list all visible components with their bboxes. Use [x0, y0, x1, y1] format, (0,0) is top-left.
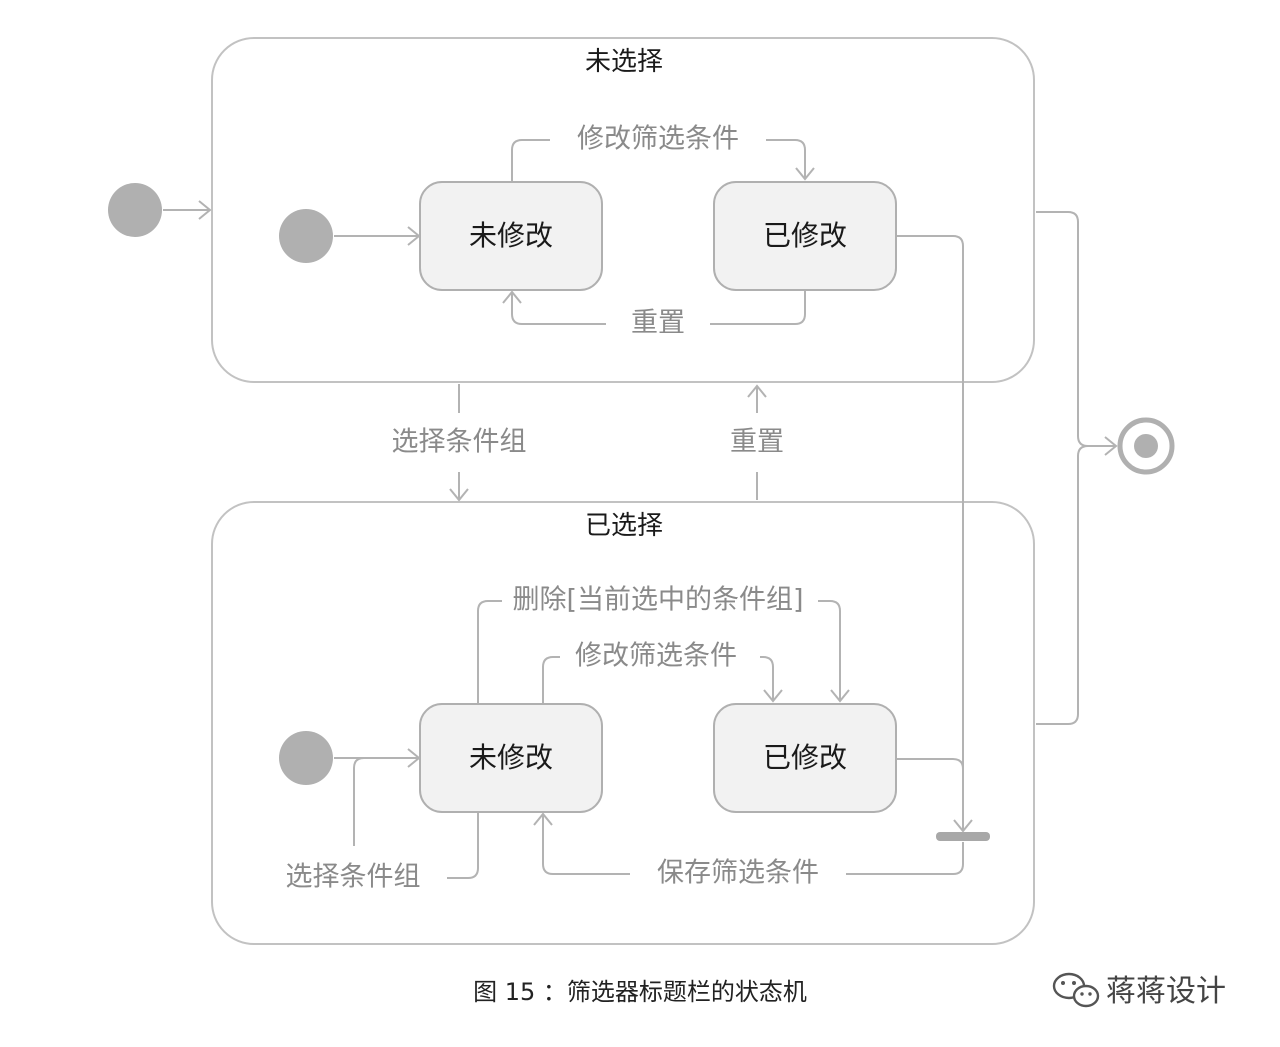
arrowhead-top-modify [795, 167, 815, 181]
join-bar [936, 832, 990, 841]
wechat-icon [1052, 972, 1100, 1008]
label-reset-between: 重置 [730, 427, 784, 458]
composite-title-unselected: 未选择 [585, 47, 663, 77]
edge-top-composite-to-final [1036, 211, 1116, 447]
arrowhead-select-group [449, 488, 469, 502]
label-select-group: 选择条件组 [392, 427, 527, 458]
arrowhead-save [533, 812, 553, 826]
edge-top-reset-right [710, 291, 806, 325]
edge-save-left [542, 814, 630, 875]
arrowhead-bottom-initial [407, 748, 421, 768]
arrowhead-outer-initial [198, 200, 212, 220]
state-top-modified [713, 181, 897, 291]
final-state-outer-ring [1117, 417, 1175, 475]
arrowhead-top-initial [407, 226, 421, 246]
label-top-reset: 重置 [631, 308, 685, 339]
watermark-text: 蒋蒋设计 [1106, 974, 1226, 1009]
label-bottom-save: 保存筛选条件 [657, 858, 819, 889]
edge-bottom-modify-left [542, 656, 560, 703]
edge-bottom-composite-to-final [1036, 445, 1089, 725]
label-top-modify: 修改筛选条件 [577, 124, 739, 155]
state-label-top-modified: 已修改 [763, 219, 847, 252]
label-bottom-select-group: 选择条件组 [286, 862, 421, 893]
edge-bottom-delete-right [818, 600, 841, 701]
figure-caption: 图 15 ：筛选器标题栏的状态机 [473, 978, 807, 1006]
outer-initial-state [108, 183, 162, 237]
edge-bottom-delete-left [477, 600, 502, 703]
arrowhead-bottom-modify [763, 689, 783, 703]
arrowhead-bottom-delete [830, 689, 850, 703]
edge-bottom-modify-right [760, 656, 774, 701]
state-label-bottom-modified: 已修改 [763, 741, 847, 774]
composite-state-unselected [211, 37, 1035, 383]
arrowhead-reset-between [747, 384, 767, 398]
arrowhead-top-reset [502, 290, 522, 304]
edge-top-reset-left [511, 292, 606, 325]
composite-title-selected: 已选择 [585, 511, 663, 541]
edge-bottom-select-group-left [353, 757, 365, 846]
state-label-bottom-unmodified: 未修改 [469, 741, 553, 774]
edge-top-modify-right [766, 139, 806, 179]
final-state-core [1134, 434, 1158, 458]
composite-state-selected [211, 501, 1035, 945]
arrowhead-to-final [1104, 436, 1118, 456]
edge-top-modify-left [511, 139, 550, 181]
state-bottom-modified [713, 703, 897, 813]
state-label-top-unmodified: 未修改 [469, 219, 553, 252]
edge-save-right [846, 842, 964, 875]
edge-bottom-select-group-right [447, 813, 479, 879]
label-bottom-modify: 修改筛选条件 [575, 641, 737, 672]
top-initial-state [279, 209, 333, 263]
edge-bottom-modified-to-join [897, 758, 964, 831]
label-bottom-delete: 删除[当前选中的条件组] [512, 585, 803, 616]
edge-top-modified-to-join [897, 235, 964, 831]
bottom-initial-state [279, 731, 333, 785]
